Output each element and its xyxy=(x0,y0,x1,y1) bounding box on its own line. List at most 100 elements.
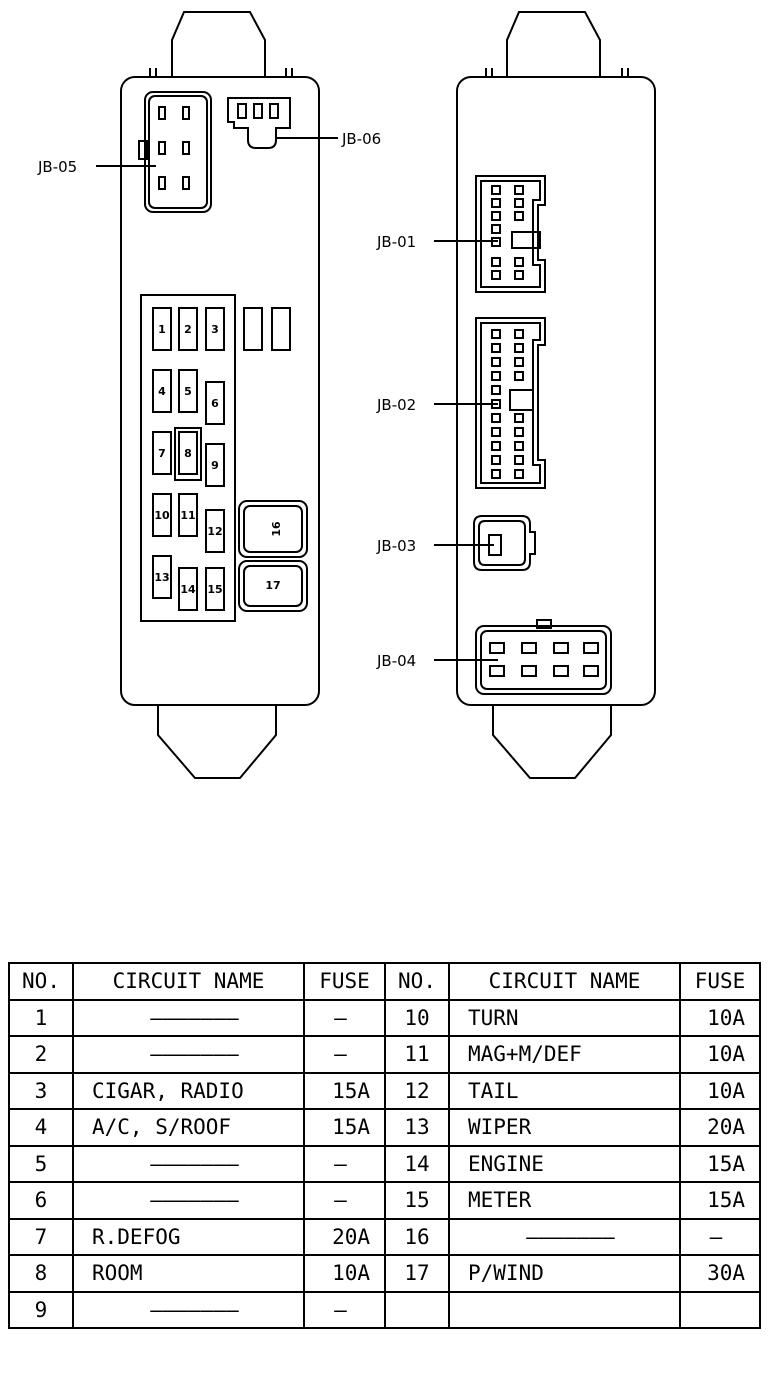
fuse-label: 10 xyxy=(154,509,170,522)
label-jb03: JB-03 xyxy=(376,537,416,555)
cell-no: 16 xyxy=(384,1217,450,1256)
cell-no: 8 xyxy=(8,1254,74,1293)
connector-jb06 xyxy=(227,97,291,149)
cell-fuse: 10A xyxy=(679,1035,761,1074)
fuse-block xyxy=(140,294,236,622)
header-circuit-name: CIRCUIT NAME xyxy=(72,962,305,1001)
label-jb01: JB-01 xyxy=(376,233,416,251)
fuse-label: 12 xyxy=(207,525,222,538)
cell-no: 10 xyxy=(384,998,450,1037)
cell-no: 15 xyxy=(384,1181,450,1220)
header-fuse: FUSE xyxy=(303,962,386,1001)
cell-fuse xyxy=(679,1290,761,1329)
fuse-label: 7 xyxy=(158,447,166,460)
cell-name: ENGINE xyxy=(448,1144,681,1183)
cell-fuse: 20A xyxy=(303,1217,386,1256)
table-row: 9———————— xyxy=(8,1290,761,1329)
cell-name: ——————— xyxy=(72,1290,305,1329)
label-jb02: JB-02 xyxy=(376,396,416,414)
header-no: NO. xyxy=(8,962,74,1001)
cell-name: P/WIND xyxy=(448,1254,681,1293)
table-header-row: NO. CIRCUIT NAME FUSE NO. CIRCUIT NAME F… xyxy=(8,962,761,1001)
cell-fuse: — xyxy=(303,1144,386,1183)
fuse-label: 5 xyxy=(184,385,192,398)
connector-jb03 xyxy=(473,515,536,571)
cell-fuse: 10A xyxy=(679,998,761,1037)
fuse-slots xyxy=(152,307,225,611)
cell-name: ——————— xyxy=(72,1181,305,1220)
cell-fuse: 15A xyxy=(679,1181,761,1220)
junction-box-back xyxy=(456,11,656,779)
fuse-label: 4 xyxy=(158,385,166,398)
fuse-label: 13 xyxy=(154,571,169,584)
cell-fuse: 30A xyxy=(679,1254,761,1293)
cell-no: 17 xyxy=(384,1254,450,1293)
cell-fuse: — xyxy=(303,998,386,1037)
header-no: NO. xyxy=(384,962,450,1001)
cell-name: MAG+M/DEF xyxy=(448,1035,681,1074)
connector-jb01 xyxy=(475,175,546,293)
label-jb05: JB-05 xyxy=(37,158,77,176)
cell-no: 14 xyxy=(384,1144,450,1183)
fuse-label: 11 xyxy=(180,509,195,522)
connector-jb02 xyxy=(475,317,546,489)
cell-fuse: — xyxy=(303,1290,386,1329)
fuse-label: 14 xyxy=(180,583,196,596)
label-jb06: JB-06 xyxy=(341,130,381,148)
cell-name: TURN xyxy=(448,998,681,1037)
fuse-label: 1 xyxy=(158,323,166,336)
cell-name: A/C, S/ROOF xyxy=(72,1108,305,1147)
fuse-label: 2 xyxy=(184,323,192,336)
cell-fuse: 15A xyxy=(303,1071,386,1110)
cell-name: ——————— xyxy=(448,1217,681,1256)
fuse-label: 15 xyxy=(207,583,222,596)
cell-name: ——————— xyxy=(72,998,305,1037)
large-fuse-slots xyxy=(238,500,308,612)
header-fuse: FUSE xyxy=(679,962,761,1001)
cell-no: 9 xyxy=(8,1290,74,1329)
fuse-label: 8 xyxy=(184,447,192,460)
fuse-label: 3 xyxy=(211,323,219,336)
cell-name: ROOM xyxy=(72,1254,305,1293)
cell-fuse: 10A xyxy=(679,1071,761,1110)
cell-no: 4 xyxy=(8,1108,74,1147)
cell-fuse: — xyxy=(679,1217,761,1256)
label-jb04: JB-04 xyxy=(376,652,416,670)
cell-name: TAIL xyxy=(448,1071,681,1110)
cell-fuse: — xyxy=(303,1035,386,1074)
cell-fuse: 15A xyxy=(303,1108,386,1147)
junction-box-front xyxy=(120,11,320,779)
cell-name: WIPER xyxy=(448,1108,681,1147)
cell-no: 11 xyxy=(384,1035,450,1074)
cell-no xyxy=(384,1290,450,1329)
connector-jb05 xyxy=(138,91,212,213)
cell-name: ——————— xyxy=(72,1035,305,1074)
cell-name: METER xyxy=(448,1181,681,1220)
cell-fuse: 10A xyxy=(303,1254,386,1293)
leader-lines xyxy=(96,137,498,661)
fuse-table: NO. CIRCUIT NAME FUSE NO. CIRCUIT NAME F… xyxy=(8,962,761,1329)
large-fuse-label: 16 xyxy=(270,521,283,537)
cell-no: 5 xyxy=(8,1144,74,1183)
cell-no: 13 xyxy=(384,1108,450,1147)
cell-fuse: 15A xyxy=(679,1144,761,1183)
cell-fuse: — xyxy=(303,1181,386,1220)
cell-name xyxy=(448,1290,681,1329)
cell-no: 12 xyxy=(384,1071,450,1110)
cell-name: R.DEFOG xyxy=(72,1217,305,1256)
cell-no: 2 xyxy=(8,1035,74,1074)
cell-no: 6 xyxy=(8,1181,74,1220)
cell-no: 1 xyxy=(8,998,74,1037)
cell-name: ——————— xyxy=(72,1144,305,1183)
fuse-label: 6 xyxy=(211,397,219,410)
cell-name: CIGAR, RADIO xyxy=(72,1071,305,1110)
cell-fuse: 20A xyxy=(679,1108,761,1147)
